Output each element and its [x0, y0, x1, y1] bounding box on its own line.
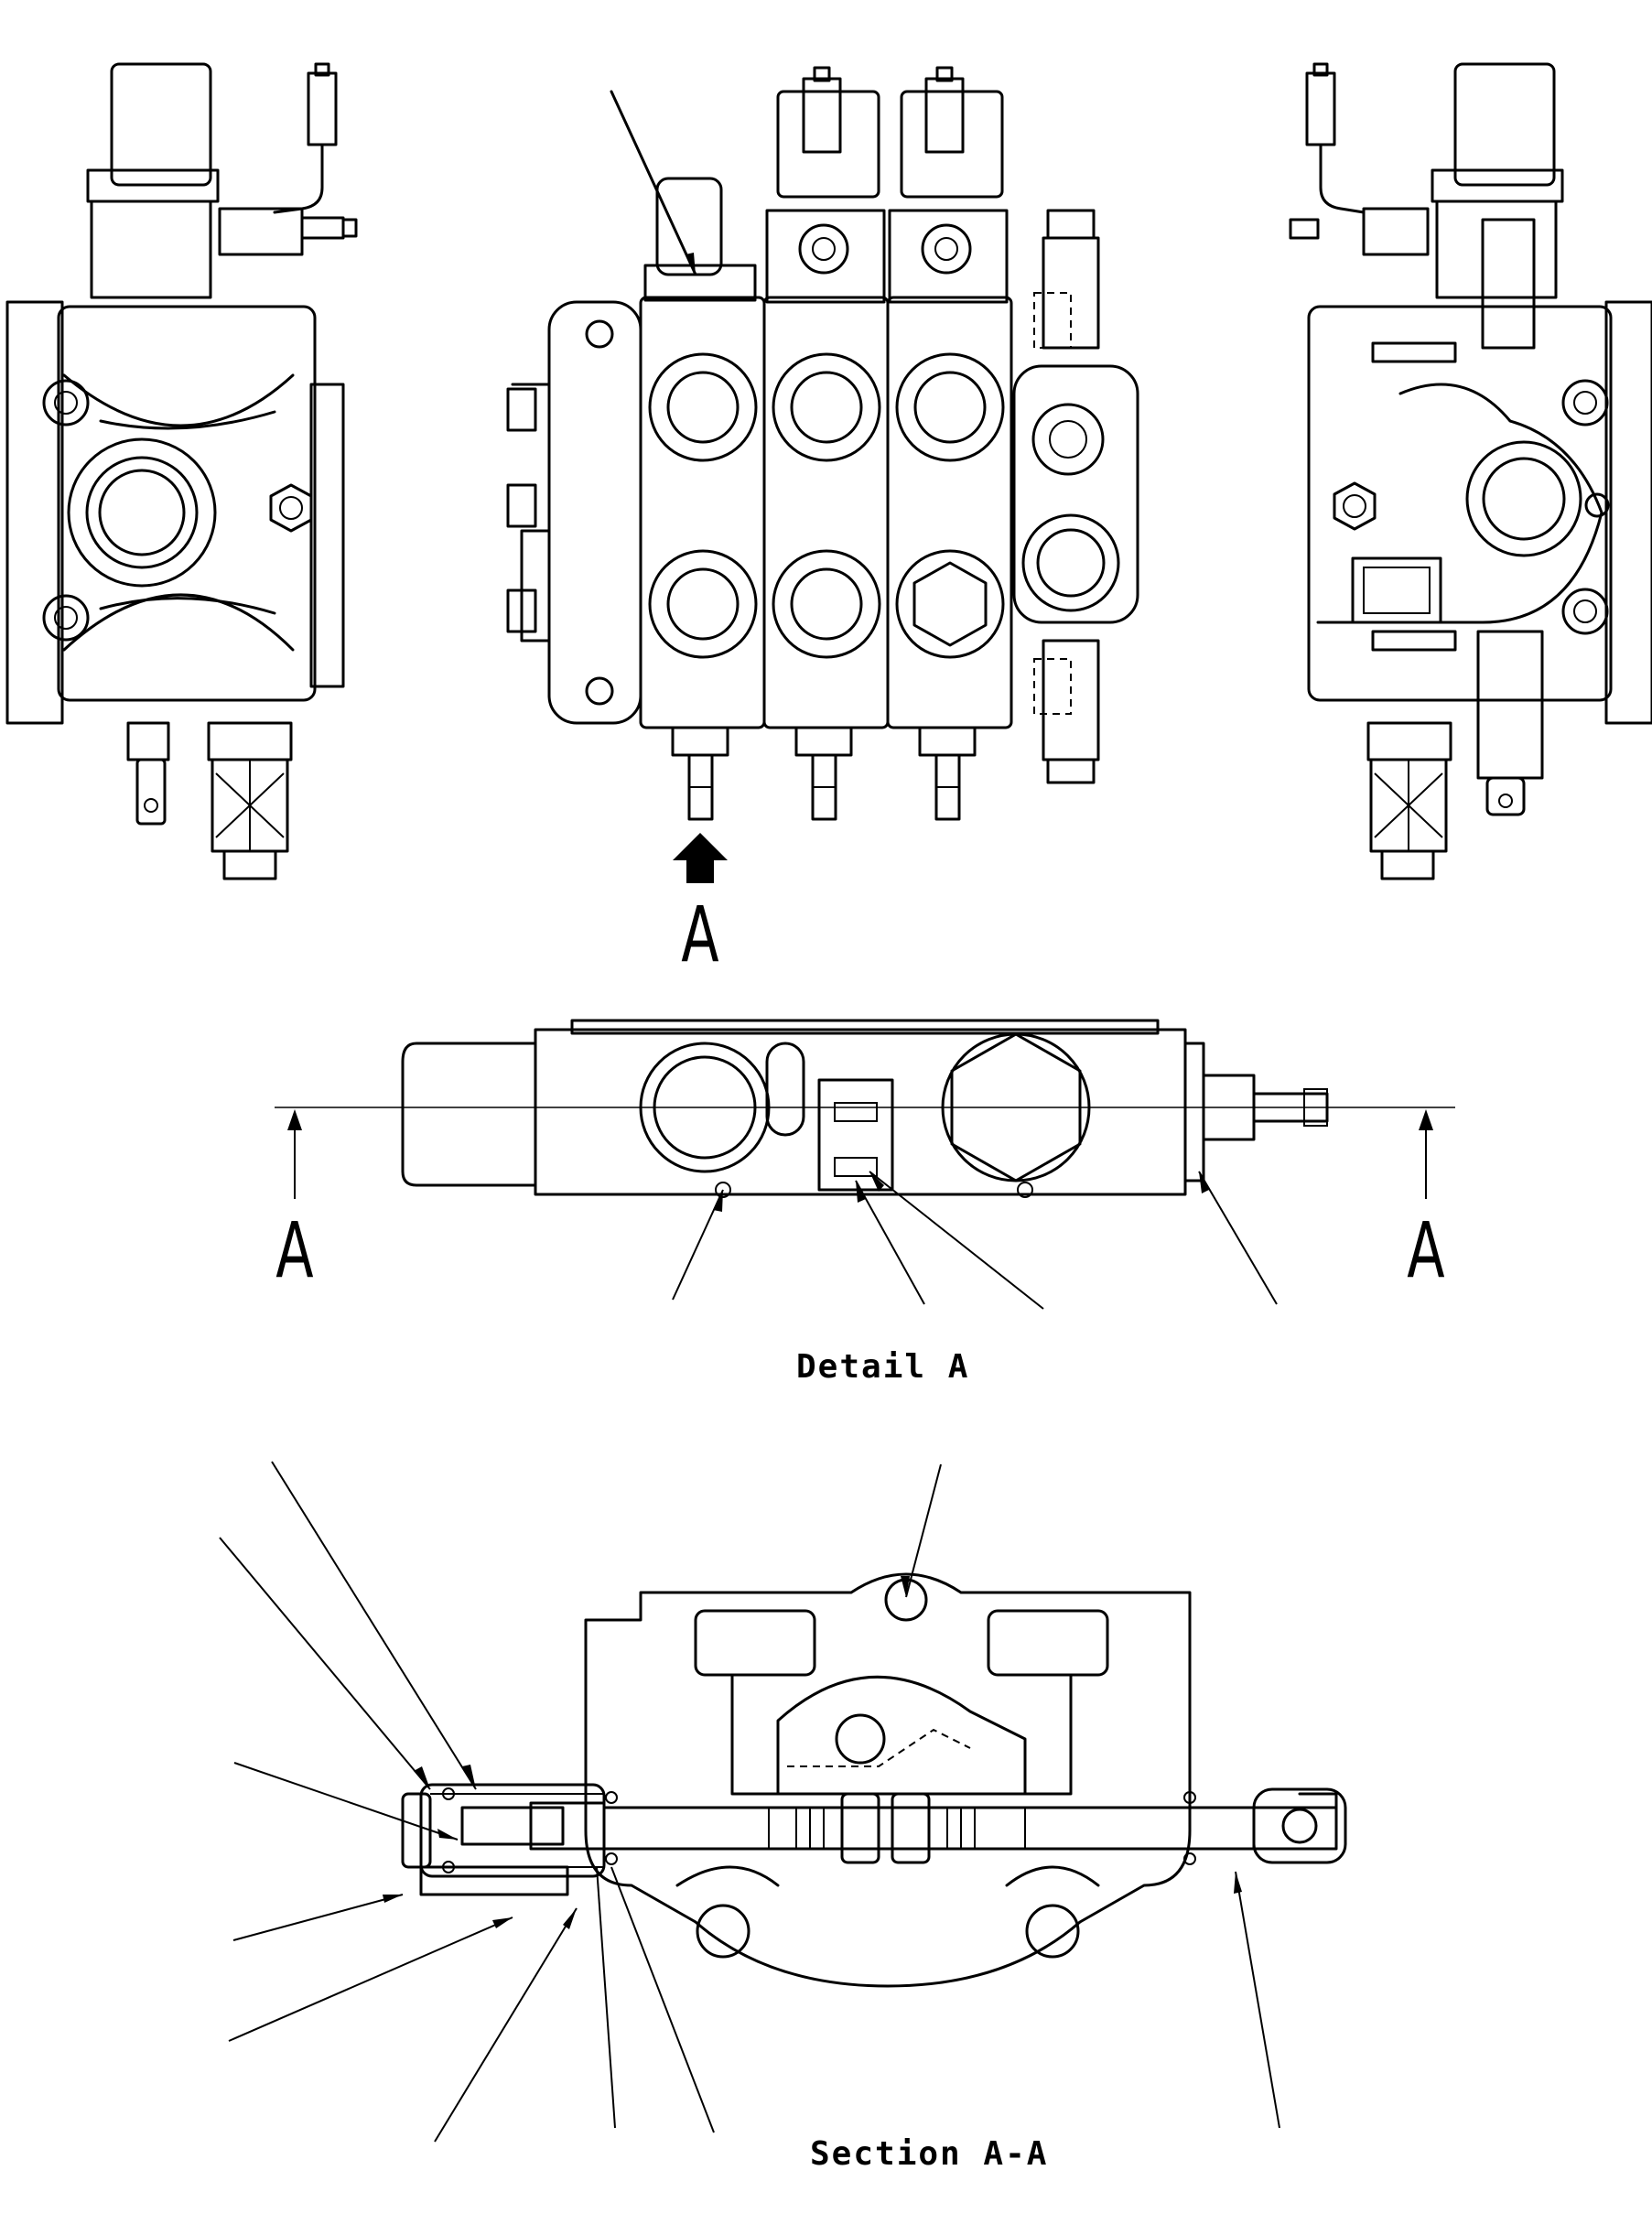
front-view: A — [506, 66, 1139, 980]
section-a-a-caption: Section A-A — [810, 2135, 1048, 2173]
spool-grooves — [795, 1792, 976, 1864]
section-marker-right: A — [1407, 1206, 1444, 1296]
detail-arrowheads — [686, 253, 1209, 1212]
detail-a-view: A A Detail A — [275, 1019, 1455, 1386]
left-side-view — [5, 62, 358, 880]
section-marker-left: A — [275, 1206, 313, 1296]
view-arrow-label: A — [681, 891, 718, 980]
bolt-icon — [1333, 379, 1609, 635]
view-arrow-icon — [673, 833, 728, 883]
detail-a-caption: Detail A — [796, 1348, 969, 1386]
connector-icon — [776, 66, 1004, 199]
right-side-view — [1289, 62, 1652, 880]
bolt-icon — [42, 379, 313, 642]
section-a-a-view: Section A-A — [219, 1461, 1347, 2173]
